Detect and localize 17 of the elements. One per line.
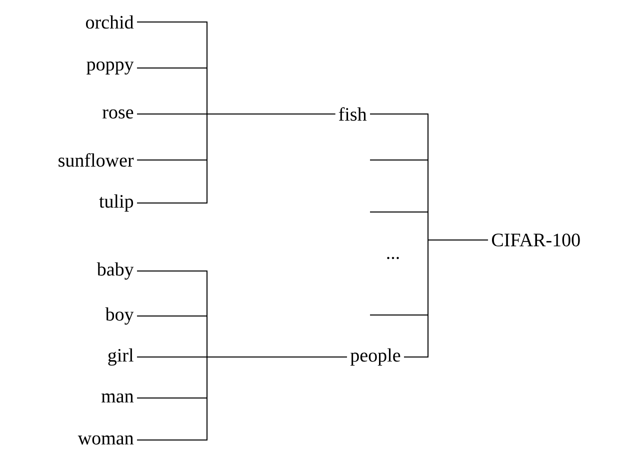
node-label: people (350, 348, 400, 366)
node-label: orchid (86, 15, 134, 29)
node-label: tulip (99, 194, 134, 212)
tree-line (136, 114, 336, 204)
tree-line (404, 240, 488, 358)
tree-line (136, 356, 348, 440)
node-label: poppy (86, 61, 134, 75)
node-label: girl (108, 348, 134, 366)
node-label: baby (96, 262, 134, 280)
node-label: woman (78, 435, 134, 445)
node-label: sunflower (58, 153, 134, 167)
node-label: CIFAR-100 (492, 234, 580, 246)
node-label: boy (105, 307, 134, 325)
node-label: man (102, 393, 134, 403)
node-label: rose (102, 109, 134, 119)
node-label: fish (338, 107, 367, 121)
ellipsis-label: ... (387, 256, 399, 260)
